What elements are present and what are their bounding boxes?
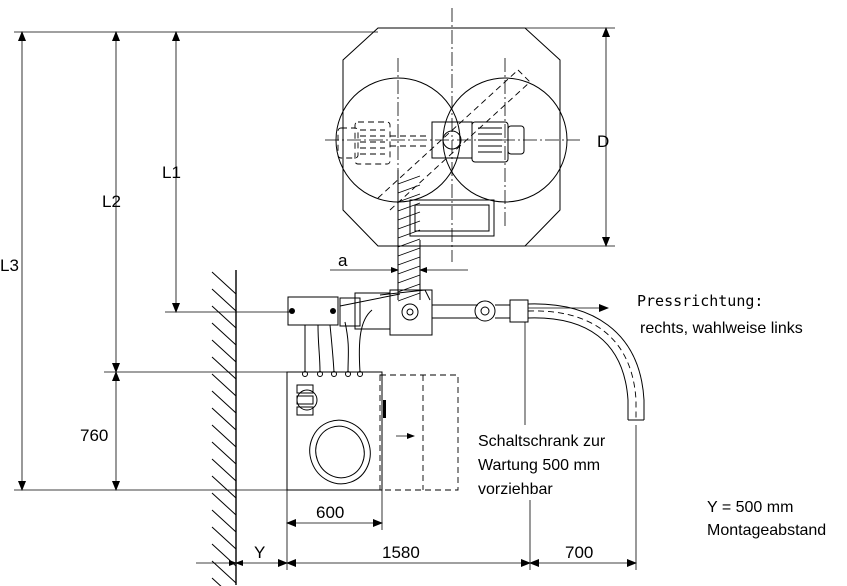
right-motor <box>431 121 525 163</box>
wall-hatch-line <box>211 407 237 431</box>
distance-note-line2: Montageabstand <box>707 522 826 539</box>
press-direction-detail: rechts, wahlweise links <box>640 320 803 337</box>
wall-hatch-line <box>211 577 222 586</box>
wall-hatch-line <box>211 509 237 533</box>
label-1580: 1580 <box>382 543 420 562</box>
wall-hatch-line <box>211 492 237 516</box>
shaft-hatch-line <box>397 211 421 221</box>
shaft-hatch-line <box>397 184 421 194</box>
diagonal-arm <box>377 69 531 211</box>
cabinet-note: Schaltschrank zur Wartung 500 mm vorzieh… <box>478 433 606 498</box>
wall-hatch-line <box>211 322 237 346</box>
label-L3: L3 <box>0 256 19 275</box>
blade-box <box>409 199 495 237</box>
cabinet-note-line3: vorziehbar <box>478 481 553 498</box>
cabinet-note-line1: Schaltschrank zur <box>478 433 606 450</box>
shaft-hatch-line <box>397 202 421 212</box>
wall-hatch-line <box>211 424 237 448</box>
shaft-hatch-line <box>397 274 421 284</box>
label-Y: Y <box>254 543 265 562</box>
label-a: a <box>338 251 348 270</box>
dimension-L2: L2 <box>102 31 121 373</box>
wall-hatch-line <box>211 390 237 414</box>
shaft-hatch-line <box>397 175 421 185</box>
dimension-760: 760 <box>14 371 287 491</box>
dimension-D: D <box>597 27 610 247</box>
centerlines <box>325 8 580 262</box>
wall-hatch-line <box>211 271 237 295</box>
press-direction-note: Pressrichtung: rechts, wahlweise links <box>637 292 803 337</box>
wall <box>211 270 237 586</box>
wall-hatch-line <box>211 288 237 312</box>
shaft-hatch-line <box>397 292 421 302</box>
distance-note-line1: Y = 500 mm <box>707 499 793 516</box>
label-L2: L2 <box>102 192 121 211</box>
shaft-hatch-line <box>397 238 421 248</box>
discharge-hose <box>527 303 645 421</box>
press-direction-title: Pressrichtung: <box>637 292 763 310</box>
wall-hatch-line <box>211 475 237 499</box>
label-L1: L1 <box>162 163 181 182</box>
distance-note: Y = 500 mm Montageabstand <box>707 499 826 539</box>
cables <box>304 293 401 373</box>
shaft-hatch-line <box>397 193 421 203</box>
dimension-600: 600 <box>286 490 383 530</box>
shaft-hatch-line <box>397 247 421 257</box>
control-cabinet <box>286 371 459 491</box>
dimension-L3: L3 <box>0 31 26 491</box>
cabinet-note-line2: Wartung 500 mm <box>478 457 600 474</box>
dimension-L1: L1 <box>162 31 181 313</box>
octagon-housing <box>342 27 615 247</box>
wall-hatch-line <box>211 560 237 584</box>
wall-hatch-line <box>211 373 237 397</box>
shaft-hatch-line <box>397 220 421 230</box>
wall-hatch-line <box>211 305 237 329</box>
wall-hatch-line <box>211 441 237 465</box>
label-600: 600 <box>316 503 344 522</box>
label-D: D <box>597 132 609 151</box>
wall-hatch-line <box>211 526 237 550</box>
shaft-hatch-line <box>397 256 421 266</box>
shaft-hatch-line <box>397 265 421 275</box>
label-760: 760 <box>80 426 108 445</box>
wall-hatch-line <box>211 458 237 482</box>
wall-hatch-line <box>211 356 237 380</box>
dimension-a: a <box>330 251 468 273</box>
left-motor <box>337 121 430 165</box>
shaft-hatch-line <box>397 283 421 293</box>
label-700: 700 <box>565 543 593 562</box>
dimension-chain-bottom: Y 1580 700 <box>196 425 637 570</box>
press-tube <box>165 289 529 336</box>
wall-hatch-line <box>211 339 237 363</box>
